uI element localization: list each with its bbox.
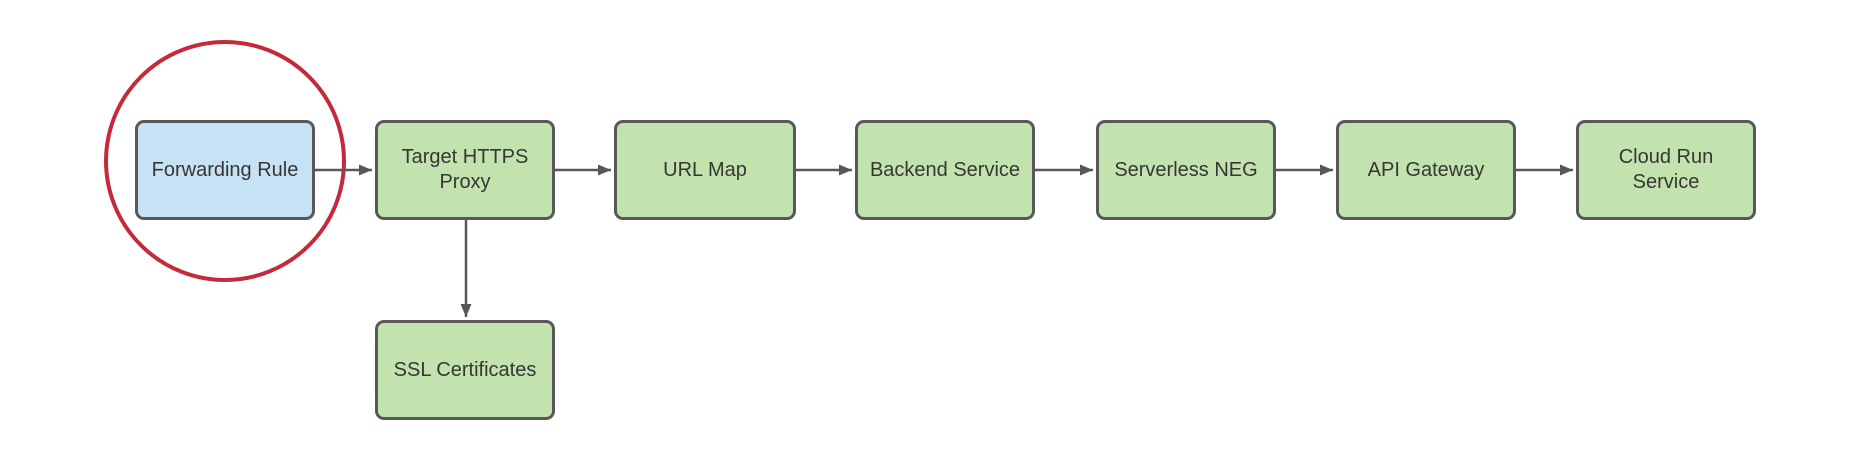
node-cloud-run-service[interactable]: Cloud Run Service (1576, 120, 1756, 220)
node-label: URL Map (663, 158, 747, 181)
node-serverless-neg[interactable]: Serverless NEG (1096, 120, 1276, 220)
node-url-map[interactable]: URL Map (614, 120, 796, 220)
node-label: SSL Certificates (393, 358, 537, 381)
node-label: Backend Service (869, 158, 1021, 181)
highlight-circle (104, 40, 346, 282)
node-backend-service[interactable]: Backend Service (855, 120, 1035, 220)
node-ssl-certificates[interactable]: SSL Certificates (375, 320, 555, 420)
node-label: API Gateway (1367, 158, 1485, 181)
node-label: Target HTTPS Proxy (401, 146, 529, 193)
node-api-gateway[interactable]: API Gateway (1336, 120, 1516, 220)
node-label: Serverless NEG (1114, 158, 1258, 181)
node-label: Forwarding Rule (151, 158, 299, 181)
node-label: Cloud Run Service (1618, 146, 1714, 193)
node-target-https-proxy[interactable]: Target HTTPS Proxy (375, 120, 555, 220)
node-forwarding-rule[interactable]: Forwarding Rule (135, 120, 315, 220)
